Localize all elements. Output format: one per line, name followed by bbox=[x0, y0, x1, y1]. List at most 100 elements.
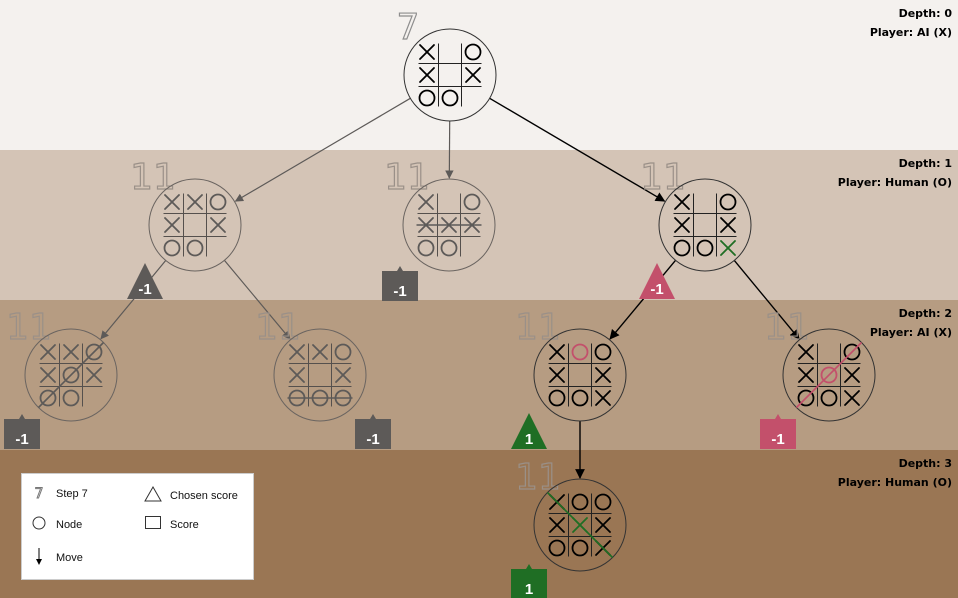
score-value: -1 bbox=[366, 431, 379, 448]
x-mark bbox=[549, 344, 565, 360]
score-badge: -1 bbox=[382, 266, 418, 301]
o-mark bbox=[548, 389, 566, 407]
o-mark bbox=[571, 539, 589, 557]
score-square bbox=[760, 414, 796, 449]
node-circle bbox=[782, 328, 876, 422]
x-mark bbox=[86, 367, 102, 383]
depth-text: Depth: 3 bbox=[898, 457, 952, 470]
arrow-down-icon bbox=[28, 546, 50, 569]
x-mark bbox=[419, 67, 435, 83]
x-mark bbox=[674, 217, 690, 233]
node-circle bbox=[273, 328, 367, 422]
o-mark bbox=[719, 193, 737, 211]
o-mark bbox=[39, 389, 57, 407]
score-badge: -1 bbox=[355, 414, 391, 449]
chosen-score-badge: 1 bbox=[511, 413, 547, 449]
step-number: 11 bbox=[384, 157, 430, 198]
x-mark bbox=[40, 367, 56, 383]
node-circle bbox=[402, 178, 496, 272]
step-number: 11 bbox=[6, 307, 52, 348]
tree-node: 11 bbox=[383, 156, 496, 272]
score-value: -1 bbox=[393, 283, 406, 300]
o-mark bbox=[62, 389, 80, 407]
depth-label: Depth: 3 Player: Human (O) bbox=[838, 454, 952, 492]
score-square bbox=[511, 564, 547, 598]
score-value: -1 bbox=[771, 431, 784, 448]
x-mark bbox=[595, 390, 611, 406]
player-text: Player: Human (O) bbox=[837, 176, 952, 189]
o-mark bbox=[820, 389, 838, 407]
tree-node: 11 bbox=[129, 156, 242, 272]
tree-node: 7 bbox=[396, 6, 497, 122]
o-mark bbox=[843, 343, 861, 361]
depth-text: Depth: 1 bbox=[898, 157, 952, 170]
score-value: -1 bbox=[15, 431, 28, 448]
player-text: Player: Human (O) bbox=[837, 476, 952, 489]
tree-node: 11 bbox=[5, 306, 118, 422]
x-mark bbox=[798, 367, 814, 383]
tree-node: 11 bbox=[514, 306, 627, 422]
x-mark bbox=[549, 517, 565, 533]
x-mark bbox=[40, 344, 56, 360]
depth-text: Depth: 0 bbox=[898, 7, 952, 20]
score-square bbox=[4, 414, 40, 449]
o-mark bbox=[594, 493, 612, 511]
legend-move-label: Move bbox=[56, 551, 83, 564]
o-mark bbox=[548, 539, 566, 557]
x-mark bbox=[674, 194, 690, 210]
x-mark bbox=[844, 390, 860, 406]
x-mark bbox=[720, 240, 736, 256]
legend-chosen: Chosen score bbox=[142, 485, 238, 505]
legend-node-label: Node bbox=[56, 518, 83, 531]
tree-node: 11 bbox=[254, 306, 367, 422]
step-number: 11 bbox=[515, 457, 561, 498]
o-mark bbox=[186, 239, 204, 257]
o-mark bbox=[441, 89, 459, 107]
o-mark bbox=[464, 43, 482, 61]
depth-label: Depth: 1 Player: Human (O) bbox=[838, 154, 952, 192]
o-mark bbox=[673, 239, 691, 257]
o-mark bbox=[571, 343, 589, 361]
win-line bbox=[546, 491, 614, 559]
score-value: -1 bbox=[138, 281, 151, 298]
tree-node: 11 bbox=[639, 156, 752, 272]
o-mark bbox=[85, 343, 103, 361]
o-mark bbox=[417, 239, 435, 257]
node-circle-icon bbox=[28, 516, 50, 533]
x-mark bbox=[187, 194, 203, 210]
x-mark bbox=[798, 344, 814, 360]
win-line bbox=[795, 341, 863, 409]
step-number: 7 bbox=[397, 7, 420, 48]
score-badge: 1 bbox=[511, 564, 547, 598]
move-edge bbox=[234, 97, 411, 202]
x-mark bbox=[289, 367, 305, 383]
x-mark bbox=[419, 44, 435, 60]
triangle-icon bbox=[142, 485, 164, 505]
x-mark bbox=[595, 517, 611, 533]
x-mark bbox=[335, 367, 351, 383]
depth-text: Depth: 2 bbox=[898, 307, 952, 320]
o-mark bbox=[463, 193, 481, 211]
move-edge bbox=[609, 259, 677, 340]
o-mark bbox=[696, 239, 714, 257]
x-mark bbox=[164, 194, 180, 210]
x-mark bbox=[465, 67, 481, 83]
win-line bbox=[37, 341, 105, 409]
chosen-score-triangle bbox=[127, 263, 163, 299]
node-circle bbox=[533, 478, 627, 572]
move-edge bbox=[489, 97, 666, 202]
x-mark bbox=[418, 194, 434, 210]
x-mark bbox=[312, 344, 328, 360]
step-number: 11 bbox=[640, 157, 686, 198]
move-edge bbox=[223, 259, 291, 340]
legend-score-label: Score bbox=[170, 518, 199, 531]
chosen-score-badge: -1 bbox=[127, 263, 163, 299]
chosen-score-badge: -1 bbox=[639, 263, 675, 299]
x-mark bbox=[595, 367, 611, 383]
x-mark bbox=[164, 217, 180, 233]
legend-node: Node bbox=[28, 516, 82, 533]
